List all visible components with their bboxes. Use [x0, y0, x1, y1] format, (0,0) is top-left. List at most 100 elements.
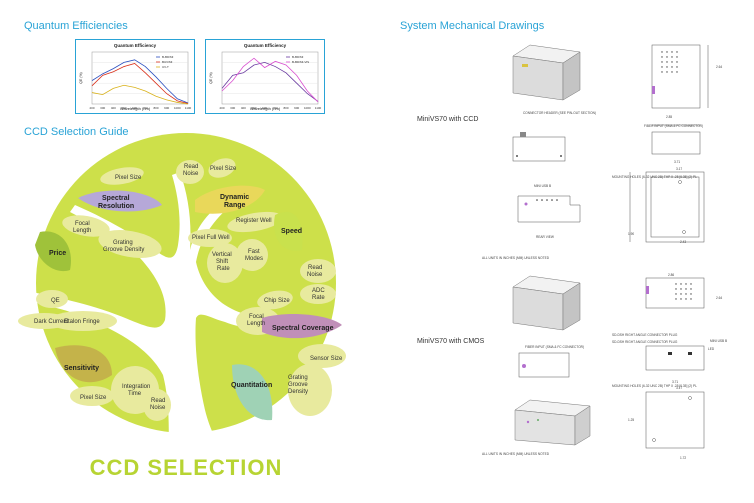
x-tick-label: 400 — [241, 106, 246, 110]
cmos-label: MiniVS70 with CMOS — [417, 338, 485, 345]
dim-3: 3.71 — [674, 160, 681, 164]
dynamic-range-leaf — [195, 185, 265, 214]
fiber-input-note-1: FIBER INPUT (SMA & FC CONNECTOR) — [644, 124, 704, 128]
label-dynamic-range-l1: Dynamic — [220, 194, 249, 201]
dim-1: 2.85 — [666, 115, 673, 119]
connector-header-note: CONNECTOR HEADER (SEE PIN-OUT SECTION) — [523, 111, 597, 115]
legend-entry: BUV/MI — [162, 60, 173, 64]
label-pixel-size-top: Pixel Size — [115, 175, 142, 181]
ext-trigger-note: SD-DSH RIGHT ANGLE CONNECTOR PLUG — [612, 333, 678, 337]
label-dynamic-range-l2: Range — [224, 202, 246, 209]
x-tick-label: 200 — [89, 106, 94, 110]
x-tick-label: 1000 — [304, 106, 311, 110]
series-line-1 — [91, 62, 189, 104]
dim-8: 3.17 — [676, 386, 683, 390]
qe-chart-1-title: Quantum Efficiency — [113, 43, 157, 48]
plot-frame — [91, 51, 189, 105]
mounting-holes-note-1: MOUNTING HOLES (6-32 UNC 2B) THP X .25 [… — [612, 175, 697, 179]
label-pixel-size-bottom: Pixel Size — [80, 395, 107, 401]
series-line-0 — [91, 59, 189, 104]
x-tick-label: 1100 — [185, 106, 192, 110]
x-tick-label: 300 — [230, 106, 235, 110]
series-line-2 — [91, 84, 189, 105]
mini-usb-note-2: MINI USB B — [710, 339, 728, 343]
label-chip-size: Chip Size — [264, 298, 290, 304]
ccd-side-view — [512, 132, 566, 162]
mounting-holes-note-2: MOUNTING HOLES (6-32 UNC 2B) THP X .25 [… — [612, 384, 697, 388]
label-spectral-resolution-l2: Resolution — [98, 203, 134, 210]
series-line-1 — [221, 57, 319, 103]
ccd-rear-view — [517, 195, 581, 223]
dim-6: 2.64 — [716, 296, 723, 300]
x-tick-label: 400 — [111, 106, 116, 110]
x-tick-label: 900 — [164, 106, 169, 110]
dim-5: 2.86 — [668, 273, 675, 277]
dim-12: 1.72 — [680, 456, 687, 460]
ccd-guide-title: CCD Selection Guide — [24, 126, 129, 138]
ccd-top-view — [651, 44, 709, 109]
label-read-noise-top-l2: Noise — [183, 171, 199, 177]
x-tick-label: 700 — [273, 106, 278, 110]
x-tick-label: 600 — [132, 106, 137, 110]
ccd-bottom-view — [629, 171, 705, 243]
cmos-end-view — [645, 345, 705, 371]
x-tick-label: 1000 — [174, 106, 181, 110]
x-tick-label: 800 — [283, 106, 288, 110]
label-quantitation: Quantitation — [231, 382, 272, 389]
label-etalon-fringe: Etalon Fringe — [64, 319, 100, 325]
sensitivity-leaf — [55, 345, 112, 383]
tree-trunk — [30, 172, 302, 455]
x-tick-label: 900 — [294, 106, 299, 110]
cmos-bottom-view — [645, 391, 705, 449]
label-qe: QE — [51, 298, 60, 304]
ccd-selection-banner: CCD SELECTION — [89, 455, 283, 480]
label-spectral-resolution-l1: Spectral — [102, 195, 130, 202]
spectral-coverage-leaf — [262, 314, 342, 339]
notes-cmos: ALL UNITS IN INCHES (MM) UNLESS NOTED — [482, 452, 550, 456]
label-speed: Speed — [281, 228, 302, 235]
dim-10: 1.25 — [628, 418, 635, 422]
label-sensor-size: Sensor Size — [310, 356, 343, 362]
price-leaf — [35, 231, 71, 272]
x-tick-label: 1100 — [315, 106, 322, 110]
ccd-box-3d — [512, 44, 581, 101]
legend-entry: B-BD/MI — [292, 55, 304, 59]
qe-section-title: Quantum Efficiencies — [24, 20, 128, 32]
qe-chart-1-xlabel: Wavelength (nm) — [119, 106, 151, 111]
mini-usb-note-1: MINI USB B — [534, 184, 552, 188]
dim-11: 2.43 — [680, 240, 687, 244]
x-tick-label: 800 — [153, 106, 158, 110]
x-tick-label: 300 — [100, 106, 105, 110]
ext-trigger-note-2: SD-DSH RIGHT ANGLE CONNECTOR PLUG — [612, 340, 678, 344]
legend-entry: UV-T — [162, 65, 169, 69]
label-sensitivity: Sensitivity — [64, 365, 99, 372]
legend-entry: B-BD/MI-VIS — [292, 60, 309, 64]
dim-4: 3.17 — [676, 167, 683, 171]
rear-view-label: REAR VIEW — [536, 235, 554, 239]
label-pixel-size-top2: Pixel Size — [210, 166, 237, 172]
y-axis-label: QE (%) — [209, 72, 213, 83]
x-tick-label: 700 — [143, 106, 148, 110]
ccd-label: MiniVS70 with CCD — [417, 116, 479, 123]
spectral-resolution-leaf — [78, 190, 162, 212]
notes-ccd: ALL UNITS IN INCHES (MM) UNLESS NOTED — [482, 256, 550, 260]
tree-leaves — [18, 158, 346, 421]
label-spectral-coverage: Spectral Coverage — [272, 325, 334, 332]
dim-9: 1.90 — [628, 232, 635, 236]
cmos-box-3d — [512, 275, 581, 331]
qe-chart-1: Quantum Efficiency Wavelength (nm) 200 30… — [75, 39, 195, 114]
qe-chart-2-xlabel: Wavelength (nm) — [249, 106, 281, 111]
label-register-well: Register Well — [236, 218, 272, 224]
